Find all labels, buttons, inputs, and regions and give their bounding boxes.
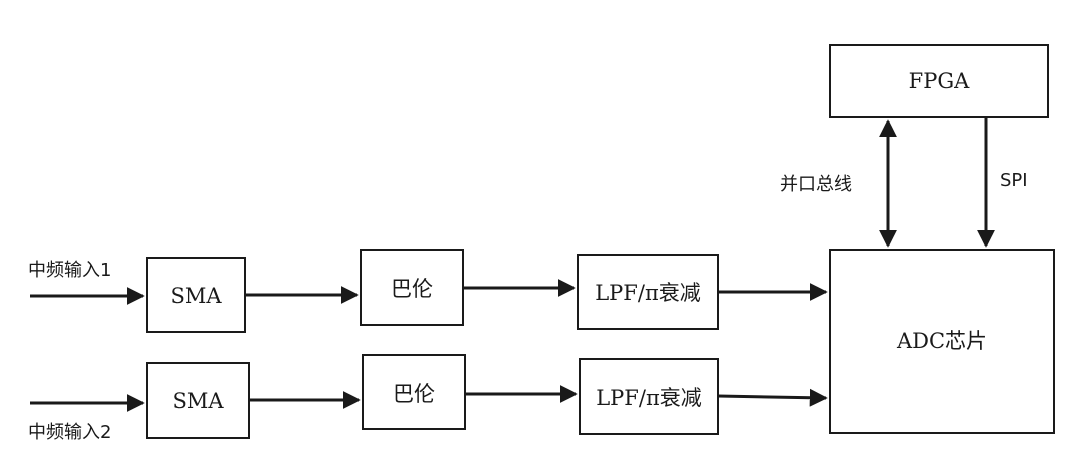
lpf-attenuator-block-1 bbox=[577, 254, 719, 330]
balun-block-2 bbox=[362, 354, 466, 430]
sma-label-1: SMA bbox=[170, 284, 222, 308]
sma-label-2: SMA bbox=[172, 389, 224, 413]
sma-block-1 bbox=[146, 257, 246, 333]
spi-label: SPI bbox=[1000, 170, 1028, 191]
sma-block-2 bbox=[146, 362, 250, 439]
lpf-attenuator-label-1: LPF/π衰减 bbox=[595, 281, 701, 305]
fpga-label: FPGA bbox=[909, 69, 970, 93]
balun-label-1: 巴伦 bbox=[391, 277, 433, 301]
adc-chip-label: ADC芯片 bbox=[896, 329, 987, 353]
if-input-1-label: 中频输入1 bbox=[28, 260, 111, 281]
fpga-block bbox=[829, 44, 1049, 118]
if-input-2-label: 中频输入2 bbox=[28, 422, 111, 443]
lpf-to-adc-arrow-2 bbox=[717, 388, 828, 407]
balun-block-1 bbox=[360, 249, 464, 326]
balun-label-2: 巴伦 bbox=[393, 382, 435, 406]
adc-chip-block bbox=[829, 249, 1055, 434]
lpf-attenuator-block-2 bbox=[579, 358, 719, 435]
parallel-bus-label: 并口总线 bbox=[780, 174, 852, 195]
lpf-attenuator-label-2: LPF/π衰减 bbox=[596, 386, 702, 410]
